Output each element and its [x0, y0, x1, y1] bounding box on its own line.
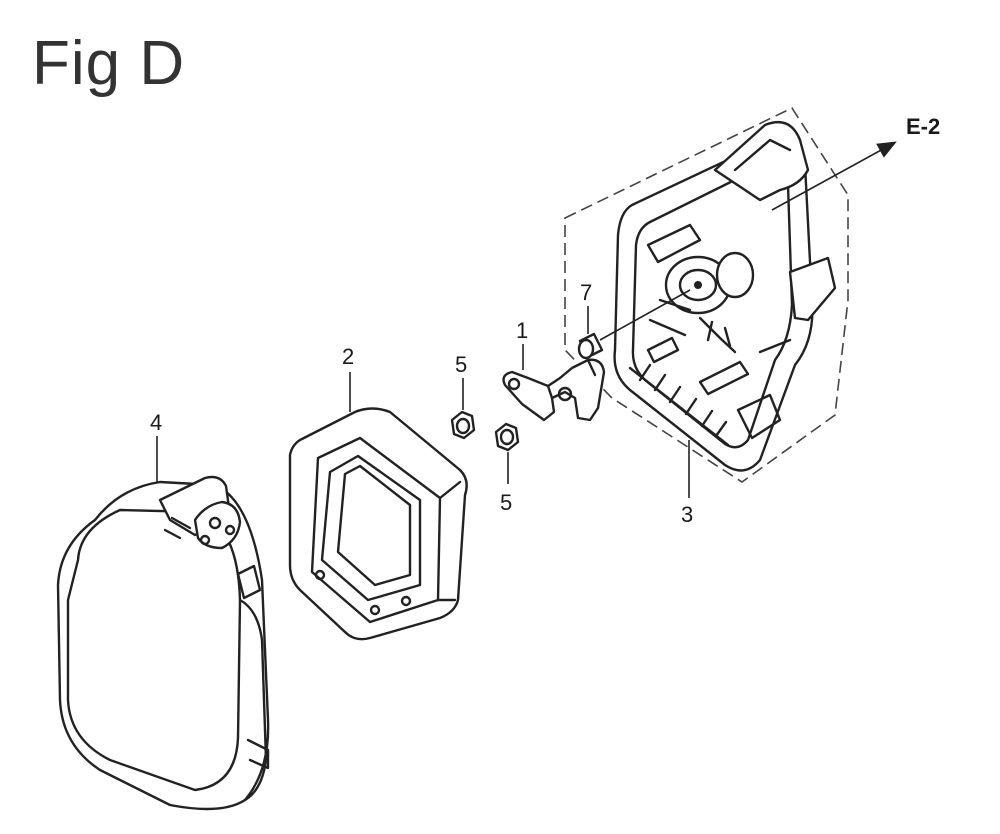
callout-4: 4: [150, 410, 162, 435]
collar-part-7: [577, 289, 691, 360]
nut-part-5-lower: [494, 422, 520, 452]
callout-5-upper: 5: [455, 352, 467, 377]
callout-3: 3: [681, 502, 693, 527]
air-cleaner-case-part: [564, 106, 849, 483]
bracket-part-1: [502, 358, 606, 422]
nut-part-5-upper: [450, 410, 476, 440]
callout-5-lower: 5: [500, 490, 512, 515]
air-filter-element-part: [288, 407, 468, 641]
callout-2: 2: [342, 344, 354, 369]
callout-7: 7: [580, 280, 592, 305]
reference-arrow: [771, 141, 897, 211]
figure-title: Fig D: [32, 29, 186, 98]
callout-1: 1: [516, 318, 528, 343]
reference-label: E-2: [906, 114, 940, 139]
air-cleaner-cover-part: [56, 475, 270, 811]
